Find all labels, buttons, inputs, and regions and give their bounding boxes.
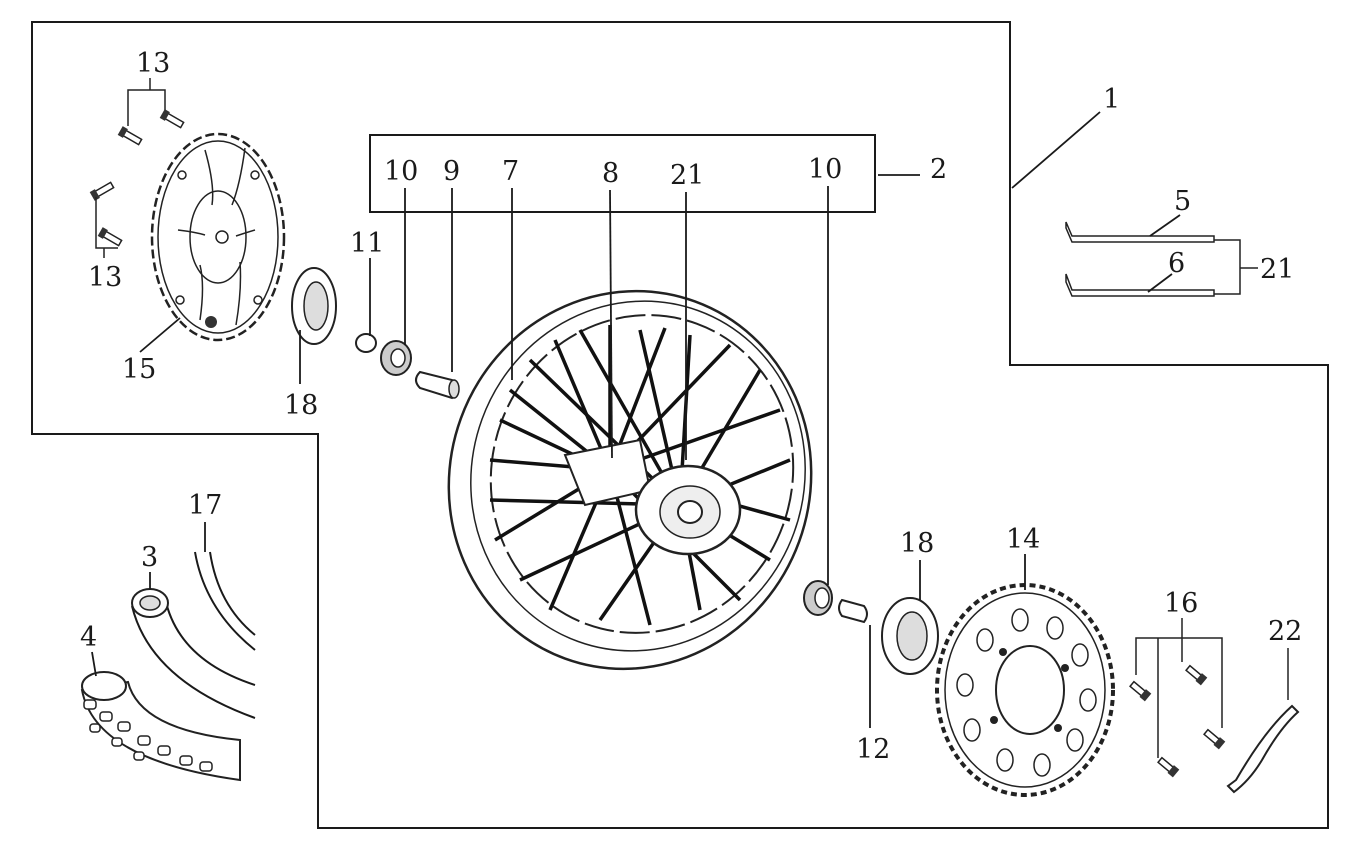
callout-18-left: 18 bbox=[284, 390, 318, 421]
dust-seal-left bbox=[291, 267, 337, 345]
distance-collar bbox=[415, 370, 460, 400]
chain-guide bbox=[1226, 704, 1300, 794]
callout-15: 15 bbox=[122, 354, 156, 385]
callout-5: 5 bbox=[1174, 186, 1191, 217]
callout-10-right: 10 bbox=[808, 154, 842, 185]
rear-sprocket bbox=[935, 583, 1115, 797]
callout-labels: 1 2 10 9 7 8 21 10 13 13 15 11 18 5 6 21… bbox=[80, 48, 1302, 765]
callout-18-right: 18 bbox=[900, 528, 934, 559]
collar-11 bbox=[355, 333, 377, 353]
assembly-boundary bbox=[31, 21, 1329, 829]
callout-3: 3 bbox=[141, 542, 158, 573]
callout-13-bottom: 13 bbox=[88, 262, 122, 293]
wheel-assembly-box bbox=[369, 134, 876, 213]
callout-21-right: 21 bbox=[1260, 254, 1294, 285]
bearing-right bbox=[803, 580, 833, 616]
callout-11: 11 bbox=[350, 228, 384, 259]
dust-seal-right bbox=[881, 597, 939, 675]
leader-lines bbox=[91, 111, 1181, 728]
callout-2: 2 bbox=[930, 154, 947, 185]
callout-13-top: 13 bbox=[136, 48, 170, 79]
callout-4: 4 bbox=[80, 622, 97, 653]
brake-disc bbox=[150, 132, 286, 342]
callout-9: 9 bbox=[443, 156, 460, 187]
callout-6: 6 bbox=[1168, 248, 1185, 279]
spoked-wheel bbox=[447, 289, 813, 671]
callout-7: 7 bbox=[502, 156, 519, 187]
tire-and-tube bbox=[80, 551, 256, 782]
disc-bolts bbox=[89, 109, 185, 247]
spoke-sets bbox=[1065, 221, 1215, 297]
sprocket-bolts bbox=[1129, 664, 1226, 778]
callout-21-top: 21 bbox=[670, 160, 704, 191]
callout-17: 17 bbox=[188, 490, 222, 521]
callout-1: 1 bbox=[1103, 84, 1120, 115]
callout-12: 12 bbox=[856, 734, 890, 765]
bearing-left bbox=[380, 340, 412, 376]
callout-16: 16 bbox=[1164, 588, 1198, 619]
callout-8: 8 bbox=[602, 158, 619, 189]
callout-14: 14 bbox=[1006, 524, 1040, 555]
callout-22: 22 bbox=[1268, 616, 1302, 647]
collar-12 bbox=[838, 598, 868, 624]
callout-10-left: 10 bbox=[384, 156, 418, 187]
